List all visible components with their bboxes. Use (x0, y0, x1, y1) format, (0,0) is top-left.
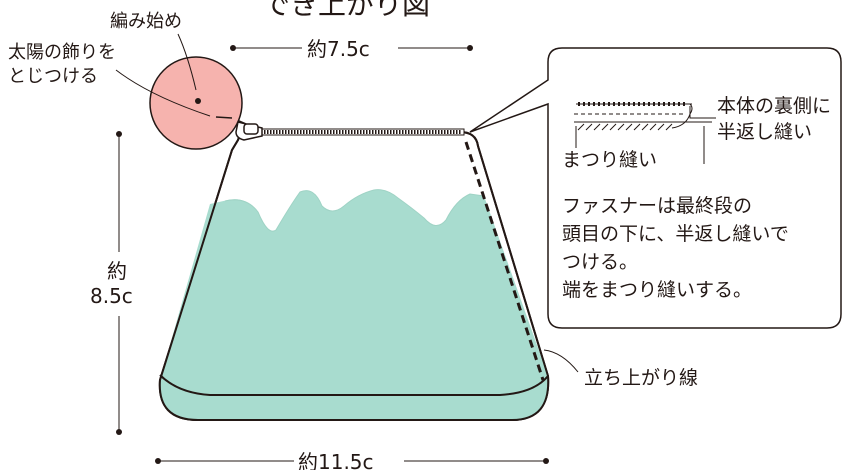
label-sun-line2: とじつける (8, 66, 98, 87)
leader-rise (543, 349, 579, 373)
mountain-fill (159, 189, 549, 420)
dim-height-top-dot (116, 131, 122, 137)
callout-note-line-1: ファスナーは最終段の (562, 195, 752, 217)
label-sun-line1: 太陽の飾りを (8, 42, 116, 63)
callout-note-line-4: 端をまつり縫いする。 (562, 279, 752, 301)
diagram-title: でき上がり図 (262, 0, 430, 21)
callout-bubble (469, 47, 842, 329)
mountain-edge (224, 189, 485, 232)
callout-label-right-1: 本体の裏側に (717, 95, 831, 117)
leader-start (177, 33, 197, 91)
dim-bottom-label: 約11.5c (298, 450, 374, 470)
dim-height-bottom-dot (116, 429, 122, 435)
dim-top-left-dot (230, 45, 236, 51)
callout-note-line-3: つける。 (562, 251, 638, 273)
sun-attach-line (215, 116, 233, 119)
bottom-gusset-line (159, 374, 549, 396)
dim-top-right-dot (467, 45, 473, 51)
callout-note-line-2: 頭目の下に、半返し縫いで (562, 223, 789, 245)
dim-height-label-1: 約 (107, 259, 127, 283)
seam-inset-illustration (574, 102, 716, 164)
dim-top-label: 約7.5c (307, 37, 370, 61)
dim-bottom-right-dot (543, 458, 549, 464)
leader-sun (115, 69, 211, 117)
rise-seam-dashed (464, 141, 545, 381)
callout-label-left: まつり縫い (562, 149, 657, 171)
zipper-pull (231, 117, 263, 141)
label-rise-line: 立ち上がり線 (584, 367, 698, 389)
dim-height-label-2: 8.5c (90, 284, 133, 308)
callout-label-right-2: 半返し縫い (717, 121, 812, 143)
dim-bottom-left-dot (155, 458, 161, 464)
label-start: 編み始め (110, 11, 182, 32)
sun-start-dot (195, 98, 201, 104)
